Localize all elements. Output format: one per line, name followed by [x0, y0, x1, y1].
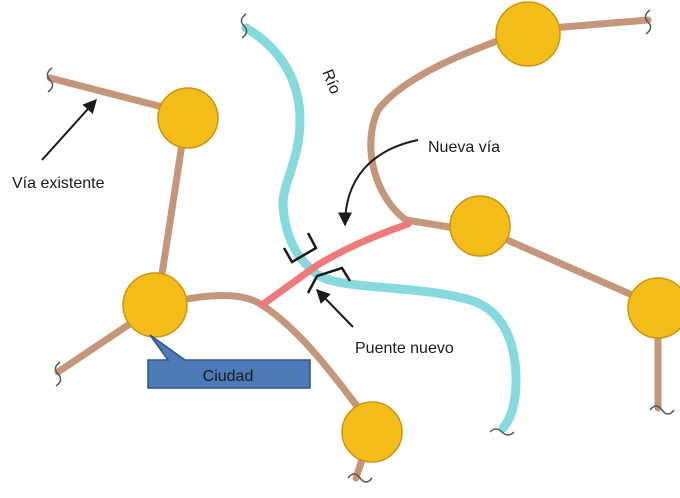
existing-road-label: Vía existente — [12, 175, 105, 192]
cities — [122, 1, 680, 463]
city-node — [495, 1, 561, 67]
city-node — [157, 87, 219, 149]
bridge-symbol — [282, 232, 352, 294]
city-node — [449, 195, 511, 257]
city-callout-label: Ciudad — [203, 368, 254, 385]
city-callout-box — [147, 334, 311, 389]
city-node — [627, 277, 680, 339]
new-road-label: Nueva vía — [428, 139, 500, 156]
new-bridge-label: Puente nuevo — [355, 340, 454, 357]
city-node — [341, 401, 403, 463]
city-node — [122, 272, 188, 338]
new-road — [258, 220, 412, 309]
river-label: Río — [318, 67, 343, 97]
road-end-marks — [46, 9, 675, 483]
annotation-arrows — [41, 98, 419, 328]
